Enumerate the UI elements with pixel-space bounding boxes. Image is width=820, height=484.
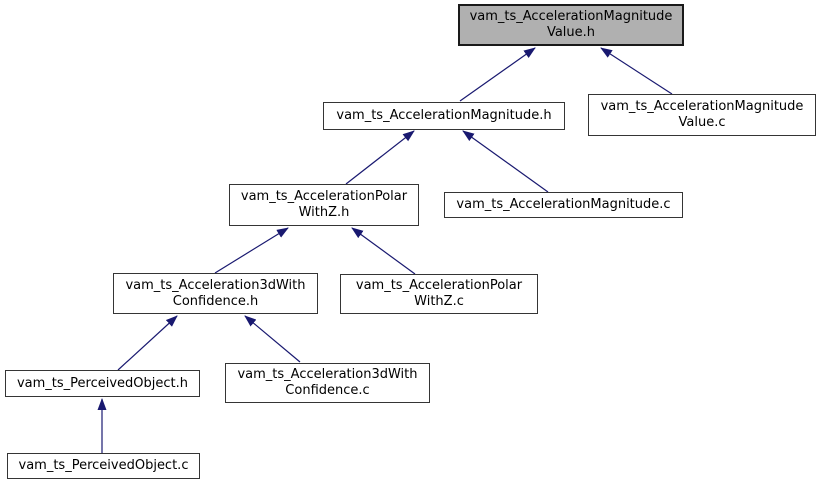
node-vam_ts_PerceivedObject_c[interactable]: vam_ts_PerceivedObject.c — [7, 453, 200, 479]
node-vam_ts_PerceivedObject_h[interactable]: vam_ts_PerceivedObject.h — [5, 370, 200, 397]
edge-polar_with_z_c-to-polar_with_z_h — [351, 227, 416, 275]
node-vam_ts_AccelerationMagnitudeValue_c[interactable]: vam_ts_AccelerationMagnitude Value.c — [588, 94, 816, 136]
edge-polar_with_z_h-to-magnitude_h — [345, 130, 415, 185]
node-vam_ts_AccelerationMagnitude_c[interactable]: vam_ts_AccelerationMagnitude.c — [444, 192, 683, 218]
edge-perceived_object_h-to-3d_with_confidence_h — [117, 315, 178, 371]
node-vam_ts_Acceleration3dWithConfidence_h[interactable]: vam_ts_Acceleration3dWith Confidence.h — [113, 273, 318, 314]
edge-magnitude_h-to-magnitude_value_h — [459, 47, 536, 102]
edge-magnitude_value_c-to-magnitude_value_h — [600, 47, 673, 95]
node-vam_ts_Acceleration3dWithConfidence_c[interactable]: vam_ts_Acceleration3dWith Confidence.c — [225, 363, 430, 403]
edge-3d_with_confidence_c-to-3d_with_confidence_h — [244, 315, 301, 363]
node-vam_ts_AccelerationMagnitude_h[interactable]: vam_ts_AccelerationMagnitude.h — [323, 102, 565, 130]
node-vam_ts_AccelerationPolarWithZ_c[interactable]: vam_ts_AccelerationPolar WithZ.c — [340, 274, 538, 314]
edge-3d_with_confidence_h-to-polar_with_z_h — [214, 227, 289, 274]
edge-magnitude_c-to-magnitude_h — [462, 130, 549, 193]
node-vam_ts_AccelerationMagnitudeValue_h[interactable]: vam_ts_AccelerationMagnitude Value.h — [458, 4, 684, 46]
node-vam_ts_AccelerationPolarWithZ_h[interactable]: vam_ts_AccelerationPolar WithZ.h — [229, 184, 419, 226]
